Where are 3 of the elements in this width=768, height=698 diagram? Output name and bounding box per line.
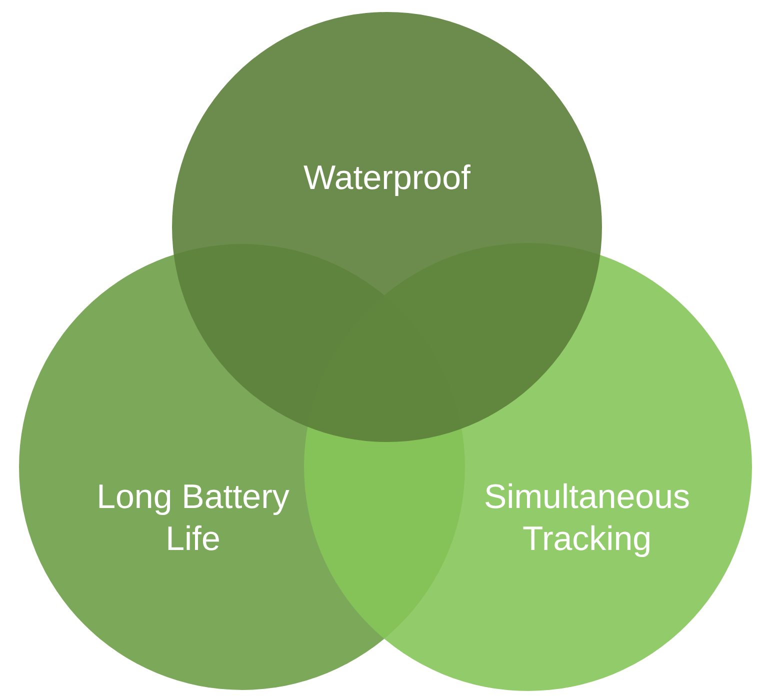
circle-label: Long Battery Life (96, 477, 290, 560)
circle-label: Waterproof (302, 158, 472, 199)
circle-label: Simultaneous Tracking (482, 477, 691, 560)
